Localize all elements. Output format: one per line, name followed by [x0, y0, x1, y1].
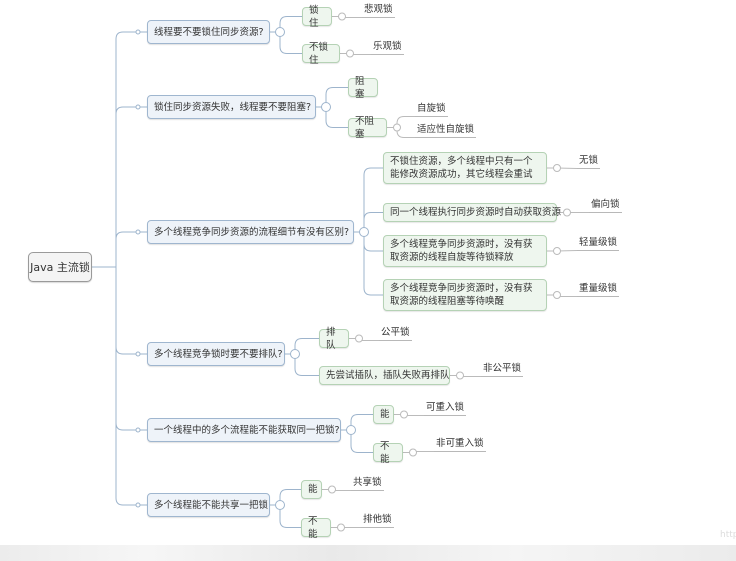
connector-knot — [135, 29, 141, 35]
node-blocking[interactable]: 阻塞 — [348, 76, 378, 100]
branch-reentrant[interactable]: 一个线程中的多个流程能不能获取同一把锁? — [147, 418, 341, 442]
connector-knot — [563, 208, 571, 217]
connector-knot — [393, 123, 401, 132]
connector-knot — [346, 425, 356, 435]
trunk-connector — [115, 267, 139, 431]
node-biased-desc[interactable]: 同一个线程执行同步资源时自动获取资源 — [383, 203, 561, 222]
leaf-lock-free[interactable]: 无锁 — [577, 155, 601, 169]
leaf-connector — [396, 116, 415, 128]
node-no-lock[interactable]: 不锁住 — [302, 42, 340, 66]
node-queue[interactable]: 排队 — [319, 327, 349, 351]
node-cut-in-line[interactable]: 先尝试插队，插队失败再排队 — [319, 366, 450, 385]
connector-knot — [359, 227, 369, 237]
connector-knot — [328, 485, 336, 494]
node-heavyweight-desc[interactable]: 多个线程竞争同步资源时，没有获取资源的线程阻塞等待唤醒 — [383, 279, 547, 311]
connector-knot — [290, 349, 300, 359]
watermark: http — [720, 530, 736, 540]
leaf-lightweight-lock[interactable]: 轻量级锁 — [577, 237, 620, 251]
leaf-spin-lock[interactable]: 自旋锁 — [415, 103, 448, 117]
node-lightweight-desc[interactable]: 多个线程竞争同步资源时，没有获取资源的线程自旋等待锁释放 — [383, 235, 547, 267]
connector-knot — [135, 229, 141, 235]
connector-knot — [346, 49, 354, 58]
child-connector — [294, 338, 319, 354]
child-connector — [363, 212, 383, 232]
trunk-connector — [115, 31, 139, 267]
child-connector — [350, 430, 373, 453]
leaf-shared-lock[interactable]: 共享锁 — [351, 477, 384, 491]
connector-knot — [135, 427, 141, 433]
branch-queue[interactable]: 多个线程竞争锁时要不要排队? — [147, 342, 285, 366]
connector-knot — [135, 351, 141, 357]
connector-knot — [400, 410, 408, 419]
trunk-connector — [115, 106, 139, 267]
node-lock[interactable]: 锁住 — [302, 5, 332, 29]
root-node[interactable]: Java 主流锁 — [28, 252, 92, 282]
node-can[interactable]: 能 — [373, 405, 394, 424]
node-cannot-share[interactable]: 不能 — [301, 516, 331, 540]
child-connector — [279, 16, 302, 32]
connector-knot — [553, 247, 561, 255]
leaf-biased-lock[interactable]: 偏向锁 — [589, 199, 622, 213]
connector-knot — [275, 500, 285, 510]
leaf-optimistic-lock[interactable]: 乐观锁 — [371, 41, 404, 55]
leaf-pessimistic-lock[interactable]: 悲观锁 — [362, 4, 395, 18]
child-connector — [325, 87, 348, 107]
child-connector — [363, 232, 383, 296]
connector-knot — [553, 291, 561, 299]
child-connector — [325, 107, 348, 128]
leaf-unfair-lock[interactable]: 非公平锁 — [481, 363, 524, 377]
trunk-connector — [115, 231, 139, 267]
branch-block[interactable]: 锁住同步资源失败，线程要不要阻塞? — [147, 95, 316, 119]
connector-knot — [337, 523, 345, 532]
child-connector — [363, 167, 383, 232]
child-connector — [279, 505, 301, 528]
leaf-heavyweight-lock[interactable]: 重量级锁 — [577, 283, 620, 297]
connector-knot — [135, 502, 141, 508]
connector-knot — [409, 448, 417, 457]
connector-knot — [553, 164, 561, 172]
leaf-fair-lock[interactable]: 公平锁 — [379, 327, 412, 341]
connector-knot — [321, 102, 331, 112]
trunk-connector — [115, 267, 139, 506]
child-connector — [350, 414, 373, 430]
node-cannot[interactable]: 不能 — [373, 441, 403, 465]
child-connector — [279, 32, 302, 54]
connector-knot — [355, 334, 363, 343]
leaf-non-reentrant-lock[interactable]: 非可重入锁 — [434, 438, 486, 452]
node-no-lock-desc[interactable]: 不锁住资源，多个线程中只有一个能修改资源成功，其它线程会重试 — [383, 152, 547, 184]
leaf-exclusive-lock[interactable]: 排他锁 — [361, 514, 394, 528]
connector-knot — [275, 27, 285, 37]
trunk-connector — [115, 267, 139, 355]
leaf-adaptive-spin-lock[interactable]: 适应性自旋锁 — [415, 124, 477, 138]
bottom-band — [0, 545, 736, 561]
branch-share[interactable]: 多个线程能不能共享一把锁 — [147, 493, 270, 517]
connector-knot — [338, 12, 346, 21]
branch-lock-resource[interactable]: 线程要不要锁住同步资源? — [147, 20, 270, 44]
node-can-share[interactable]: 能 — [301, 480, 322, 499]
child-connector — [294, 354, 319, 376]
child-connector — [279, 489, 301, 505]
branch-flow-details[interactable]: 多个线程竞争同步资源的流程细节有没有区别? — [147, 220, 354, 244]
connector-knot — [135, 104, 141, 110]
connector-knot — [456, 371, 464, 380]
node-non-blocking[interactable]: 不阻塞 — [348, 116, 387, 140]
leaf-reentrant-lock[interactable]: 可重入锁 — [424, 402, 467, 416]
